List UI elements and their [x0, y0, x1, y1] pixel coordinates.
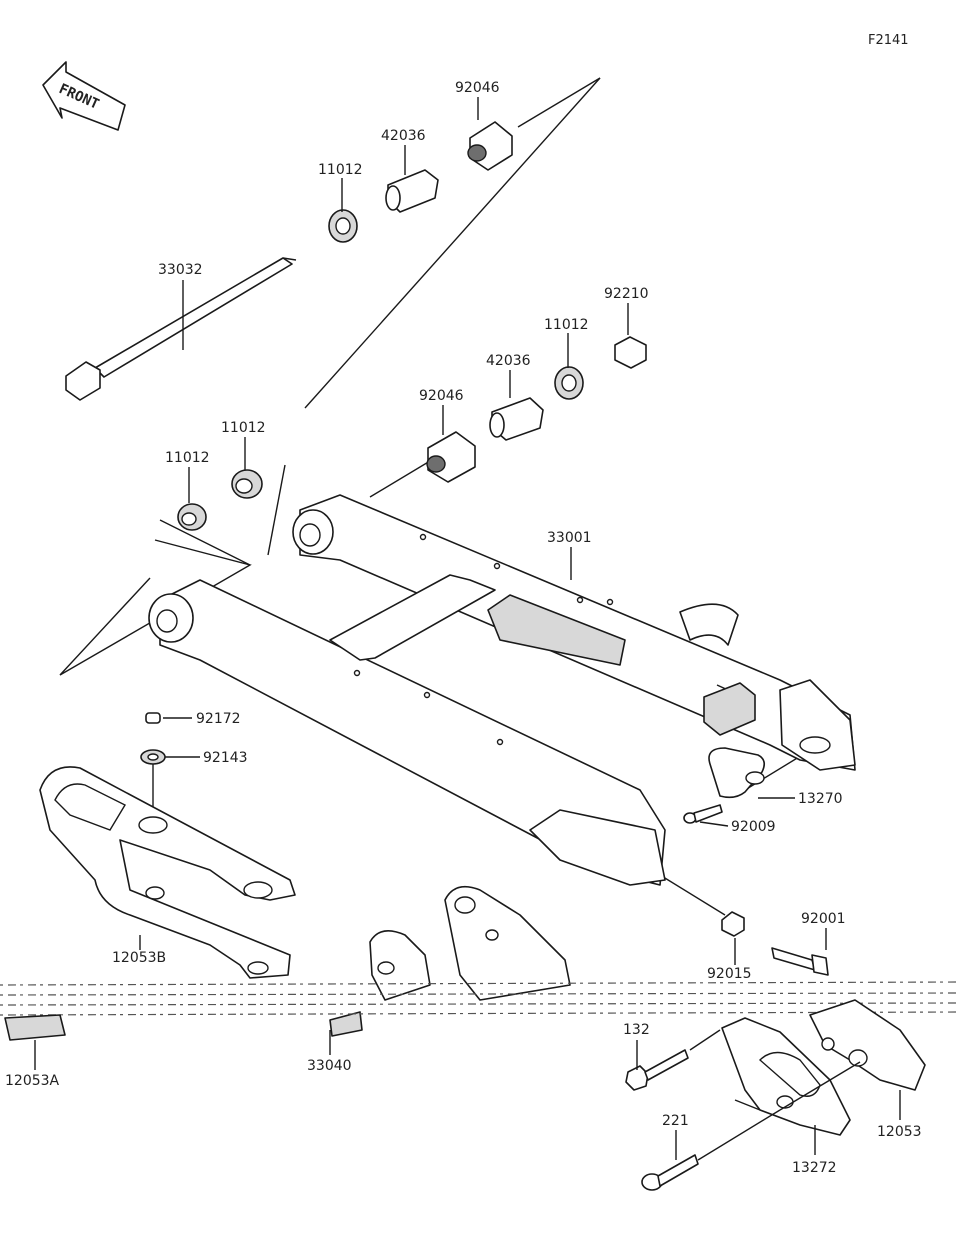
guide-plate-13272 [721, 1017, 851, 1136]
chain-guide-12053B [39, 766, 296, 979]
leader-plate-edge [734, 1099, 761, 1111]
nut-92015 [721, 911, 745, 937]
guide-line-left-b [159, 519, 251, 566]
label-p92046-top: 92046 [455, 80, 500, 96]
label-p33040: 33040 [307, 1058, 352, 1074]
label-p92143: 92143 [203, 750, 248, 766]
label-p92210: 92210 [604, 286, 649, 302]
label-p33001: 33001 [547, 530, 592, 546]
leader-221-plate [697, 1109, 781, 1161]
bolt-221 [641, 1154, 699, 1191]
label-p92046-mid: 92046 [419, 388, 464, 404]
pivot-shaft [65, 257, 297, 401]
guide-line-left-c [267, 464, 286, 556]
bracket-33040 [329, 885, 571, 1037]
chain-adjuster-13270 [708, 747, 766, 799]
chain-guide-12053 [809, 999, 926, 1091]
seal-top [328, 209, 358, 243]
seal-left-lower [177, 503, 207, 531]
needle-bearing-mid [426, 431, 476, 483]
label-p92015: 92015 [707, 966, 752, 982]
label-leaders [34, 97, 901, 1160]
label-p12053B: 12053B [112, 950, 166, 966]
label-p92009: 92009 [731, 819, 776, 835]
chain-guide-12053A [4, 1014, 66, 1041]
guide-line-top-short [517, 77, 601, 128]
nut-92210 [614, 336, 647, 369]
collar-top [385, 169, 439, 213]
label-p11012-l1: 11012 [221, 420, 266, 436]
seal-mid [554, 366, 584, 400]
front-arrow-icon: FRONT [42, 61, 126, 131]
label-p12053A: 12053A [5, 1073, 60, 1089]
label-p92172: 92172 [196, 711, 241, 727]
label-p11012-top: 11012 [318, 162, 363, 178]
seal-left-upper [231, 469, 263, 499]
label-p33032: 33032 [158, 262, 203, 278]
bolt-132 [625, 1049, 689, 1091]
label-p92001: 92001 [801, 911, 846, 927]
swingarm [148, 494, 856, 886]
label-p11012-l2: 11012 [165, 450, 210, 466]
label-p132: 132 [623, 1022, 650, 1038]
label-p42036-mid: 42036 [486, 353, 531, 369]
label-p12053: 12053 [877, 1124, 922, 1140]
leader-132-plate [689, 1029, 721, 1051]
bolt-92009 [683, 804, 723, 824]
label-p11012-mid: 11012 [544, 317, 589, 333]
leader-221-guide [779, 1061, 861, 1111]
needle-bearing-top [467, 121, 513, 171]
label-p13272: 13272 [792, 1160, 837, 1176]
guide-line-axle [659, 874, 726, 916]
guide-line-top [304, 77, 601, 409]
scan-noise-band [0, 981, 960, 1016]
figure-id: F2141 [868, 33, 909, 48]
label-p13270: 13270 [798, 791, 843, 807]
washer-92143 [140, 749, 166, 765]
label-p42036-top: 42036 [381, 128, 426, 144]
collar-mid [489, 397, 544, 441]
bolt-92001 [771, 947, 829, 976]
label-p221: 221 [662, 1113, 689, 1129]
bolt-92172 [145, 712, 161, 724]
